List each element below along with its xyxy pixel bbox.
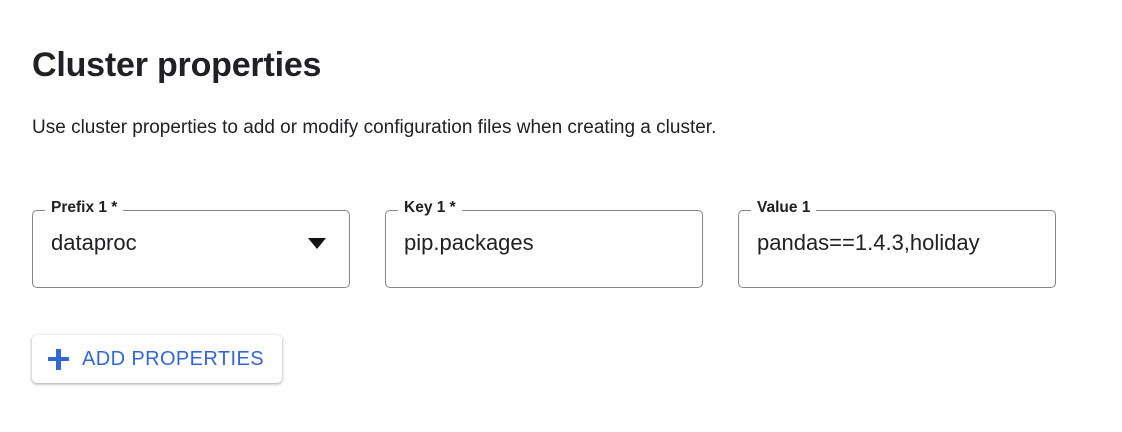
key-field-value: pip.packages: [404, 230, 534, 255]
add-properties-button-label: ADD PROPERTIES: [82, 348, 264, 370]
key-field-label: Key 1 *: [404, 199, 456, 216]
plus-icon: [48, 348, 69, 370]
value-field-label: Value 1: [757, 199, 811, 216]
prefix-field-notch: [45, 204, 124, 218]
value-field-value: pandas==1.4.3,holiday: [757, 230, 980, 255]
prefix-field-value: dataproc: [51, 230, 137, 255]
page-title: Cluster properties: [32, 45, 322, 84]
prefix-field-label: Prefix 1 *: [51, 199, 118, 216]
property-row: Prefix 1 * dataproc Key 1 * pip.packages…: [32, 199, 1092, 292]
prefix-field[interactable]: Prefix 1 * dataproc: [32, 199, 350, 288]
chevron-down-icon[interactable]: [308, 238, 326, 249]
page-description: Use cluster properties to add or modify …: [32, 117, 717, 138]
value-field-notch: [751, 204, 817, 218]
add-properties-button[interactable]: ADD PROPERTIES: [32, 335, 282, 383]
key-field[interactable]: Key 1 * pip.packages: [385, 199, 703, 288]
key-field-notch: [398, 204, 462, 218]
value-field[interactable]: Value 1 pandas==1.4.3,holiday: [738, 199, 1056, 288]
